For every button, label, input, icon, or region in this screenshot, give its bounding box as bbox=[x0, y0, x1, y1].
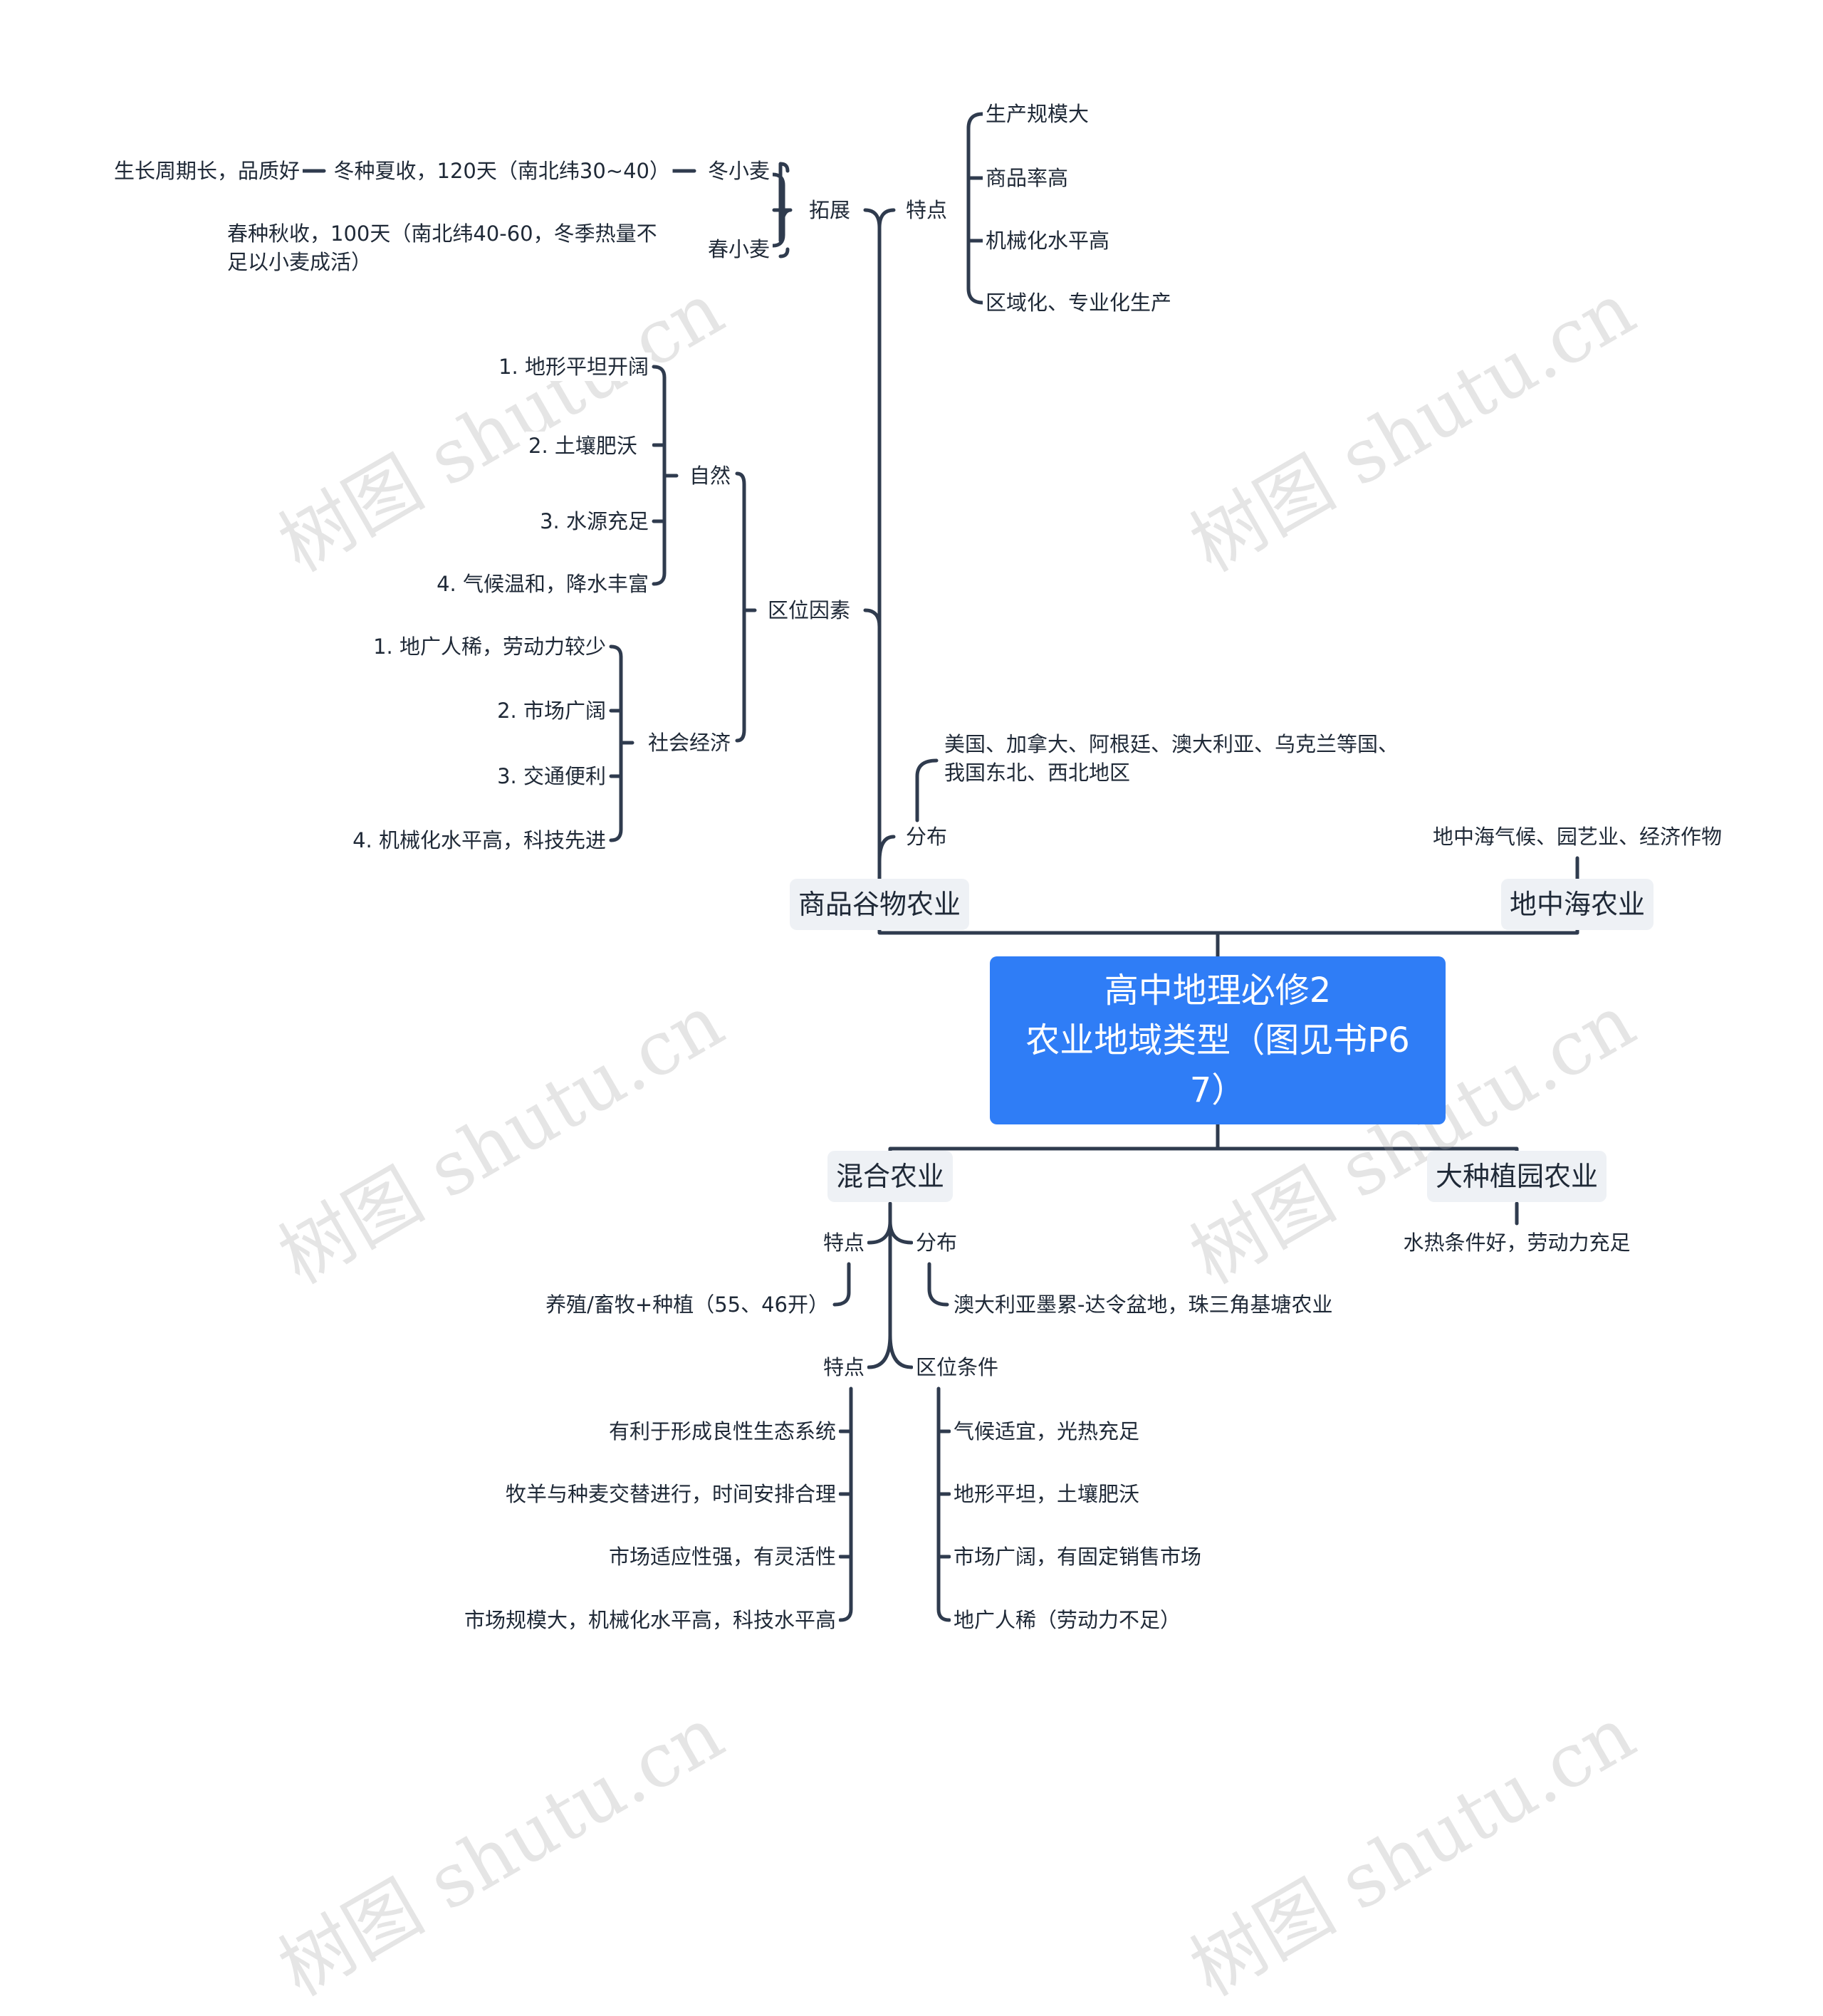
node-mixed-feature-2-4[interactable]: 市场规模大，机械化水平高，科技水平高 bbox=[461, 1606, 839, 1634]
node-social-3[interactable]: 3. 交通便利 bbox=[494, 762, 609, 790]
node-grain-feature-2[interactable]: 商品率高 bbox=[983, 164, 1072, 192]
root-title-line3: 7） bbox=[1189, 1070, 1246, 1110]
connector-mixed-distribution bbox=[927, 1262, 949, 1307]
root-node[interactable]: 高中地理必修2 农业地域类型（图见书P6 7） bbox=[990, 956, 1446, 1124]
connector-grain-trunk bbox=[863, 208, 882, 885]
node-social-1[interactable]: 1. 地广人稀，劳动力较少 bbox=[370, 632, 609, 661]
node-mixed-feature-2[interactable]: 特点 bbox=[820, 1353, 867, 1382]
node-mixed-condition-2[interactable]: 地形平坦，土壤肥沃 bbox=[951, 1480, 1143, 1508]
node-natural-1[interactable]: 1. 地形平坦开阔 bbox=[496, 352, 652, 381]
node-mixed-conditions[interactable]: 区位条件 bbox=[913, 1353, 1002, 1382]
node-mixed-distribution-detail[interactable]: 澳大利亚墨累-达令盆地，珠三角基塘农业 bbox=[951, 1290, 1336, 1319]
connector-grain-features bbox=[877, 208, 896, 230]
node-mixed-feature-2-3[interactable]: 市场适应性强，有灵活性 bbox=[605, 1542, 839, 1571]
node-social-economic[interactable]: 社会经济 bbox=[644, 728, 733, 757]
connector-location-bracket bbox=[735, 471, 757, 743]
connector-grain-distribution bbox=[877, 835, 896, 864]
connector-mixed-conditions bbox=[936, 1386, 951, 1622]
node-location-factors[interactable]: 区位因素 bbox=[764, 596, 853, 625]
node-grain-agriculture[interactable]: 商品谷物农业 bbox=[789, 879, 970, 930]
node-mixed-condition-1[interactable]: 气候适宜，光热充足 bbox=[951, 1417, 1143, 1446]
node-grain-feature-3[interactable]: 机械化水平高 bbox=[983, 226, 1113, 255]
connector-social-bracket bbox=[609, 644, 634, 842]
node-grain-distribution[interactable]: 分布 bbox=[903, 822, 951, 851]
node-winter-wheat[interactable]: 冬小麦 bbox=[704, 157, 773, 185]
connector-lines bbox=[301, 112, 1579, 1622]
connector-mixed-trunk bbox=[867, 1201, 914, 1369]
connector-expand bbox=[772, 162, 793, 258]
node-spring-wheat-detail[interactable]: 春种秋收，100天（南北纬40-60，冬季热量不足以小麦成活） bbox=[224, 219, 675, 276]
node-grain-distribution-detail[interactable]: 美国、加拿大、阿根廷、澳大利亚、乌克兰等国、我国东北、西北地区 bbox=[941, 730, 1410, 787]
node-grain-feature-4[interactable]: 区域化、专业化生产 bbox=[983, 288, 1175, 317]
node-natural-3[interactable]: 3. 水源充足 bbox=[537, 507, 652, 536]
node-mixed-agriculture[interactable]: 混合农业 bbox=[827, 1151, 954, 1202]
node-plantation-detail[interactable]: 水热条件好，劳动力充足 bbox=[1400, 1228, 1634, 1257]
root-title-line2: 农业地域类型（图见书P6 bbox=[1025, 1020, 1410, 1060]
node-mediterranean-detail[interactable]: 地中海气候、园艺业、经济作物 bbox=[1429, 822, 1725, 851]
node-mediterranean-agriculture[interactable]: 地中海农业 bbox=[1500, 879, 1654, 930]
node-winter-wheat-note[interactable]: 生长周期长，品质好 bbox=[110, 157, 303, 185]
connector-root-bottom bbox=[888, 1122, 1519, 1159]
node-mixed-condition-4[interactable]: 地广人稀（劳动力不足） bbox=[951, 1606, 1184, 1634]
connector-features-bracket bbox=[966, 112, 985, 305]
root-title-line1: 高中地理必修2 bbox=[1104, 971, 1332, 1010]
node-grain-feature-1[interactable]: 生产规模大 bbox=[983, 100, 1092, 128]
node-natural-2[interactable]: 2. 土壤肥沃 bbox=[526, 432, 652, 460]
connector-mixed-feature1 bbox=[832, 1262, 851, 1307]
node-mixed-distribution[interactable]: 分布 bbox=[913, 1228, 961, 1257]
node-natural-4[interactable]: 4. 气候温和，降水丰富 bbox=[434, 570, 652, 598]
node-mixed-feature-1-detail[interactable]: 养殖/畜牧+种植（55、46开） bbox=[543, 1290, 832, 1319]
connector-natural-bracket bbox=[652, 365, 679, 586]
node-natural[interactable]: 自然 bbox=[686, 461, 733, 490]
node-spring-wheat[interactable]: 春小麦 bbox=[704, 235, 773, 263]
node-mixed-feature-2-1[interactable]: 有利于形成良性生态系统 bbox=[605, 1417, 839, 1446]
node-mixed-feature-2-2[interactable]: 牧羊与种麦交替进行，时间安排合理 bbox=[502, 1480, 839, 1508]
node-winter-wheat-detail[interactable]: 冬种夏收，120天（南北纬30~40） bbox=[330, 157, 673, 185]
node-plantation-agriculture[interactable]: 大种植园农业 bbox=[1426, 1151, 1607, 1202]
connector-expand-winter bbox=[771, 172, 785, 248]
connector-root-top bbox=[877, 927, 1579, 959]
node-mixed-feature-1[interactable]: 特点 bbox=[820, 1228, 867, 1257]
node-grain-features[interactable]: 特点 bbox=[903, 196, 951, 224]
connector-distribution bbox=[915, 758, 939, 822]
connector-mixed-feature2 bbox=[838, 1386, 853, 1622]
node-mixed-condition-3[interactable]: 市场广阔，有固定销售市场 bbox=[951, 1542, 1205, 1571]
node-social-2[interactable]: 2. 市场广阔 bbox=[494, 696, 609, 725]
connector-grain-location bbox=[863, 608, 882, 629]
node-social-4[interactable]: 4. 机械化水平高，科技先进 bbox=[350, 826, 609, 855]
node-expand[interactable]: 拓展 bbox=[805, 196, 853, 224]
